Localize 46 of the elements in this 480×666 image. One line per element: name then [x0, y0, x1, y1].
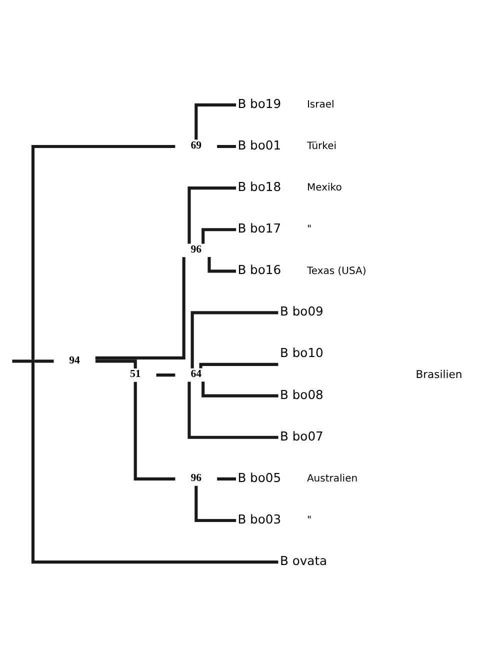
node-text: 96: [190, 472, 202, 484]
node-label: Israel: [306, 99, 334, 110]
node-text: 64: [190, 368, 202, 380]
connector: [194, 485, 236, 522]
node-text: B bo10: [280, 346, 324, 360]
node-label: ": [306, 224, 312, 235]
connector: [194, 102, 236, 140]
node-text: 51: [130, 368, 141, 380]
connector: [134, 381, 176, 480]
connector: [190, 310, 278, 368]
connector: [95, 256, 186, 359]
node-text: B bo05: [238, 470, 282, 484]
node-text: 96: [190, 242, 202, 255]
connector: [188, 186, 236, 244]
connector: [217, 476, 236, 480]
connector: [34, 359, 54, 362]
node-text: B bo08: [280, 387, 324, 402]
connector: [95, 359, 137, 368]
node-label: Türkei: [306, 140, 337, 152]
node-label: Texas (USA): [306, 265, 366, 276]
node-text: B bo16: [238, 262, 282, 277]
node-point: [30, 358, 35, 363]
connector: [208, 256, 236, 272]
connector: [31, 144, 176, 359]
node-label: Mexiko: [306, 182, 342, 194]
node-text: B bo09: [280, 304, 324, 318]
node-text: B bo01: [238, 138, 282, 152]
node-text: B ovata: [280, 553, 328, 568]
connector: [156, 373, 176, 376]
node-text: 94: [69, 354, 80, 366]
connector: [12, 359, 31, 362]
node-label: Australien: [306, 473, 358, 484]
connector: [199, 362, 278, 368]
node-label: ": [306, 514, 312, 526]
node-text: 69: [190, 139, 202, 152]
connector: [31, 362, 278, 564]
node-text: B bo07: [280, 428, 324, 443]
node-text: B bo17: [238, 221, 282, 236]
connector: [202, 228, 236, 244]
connector: [202, 381, 278, 397]
node-text: B bo19: [238, 96, 282, 110]
connector: [217, 144, 236, 148]
connector: [188, 381, 278, 438]
node-text: B bo03: [238, 512, 282, 526]
node-text: B bo18: [238, 179, 282, 194]
label: Brasilien: [416, 367, 462, 380]
